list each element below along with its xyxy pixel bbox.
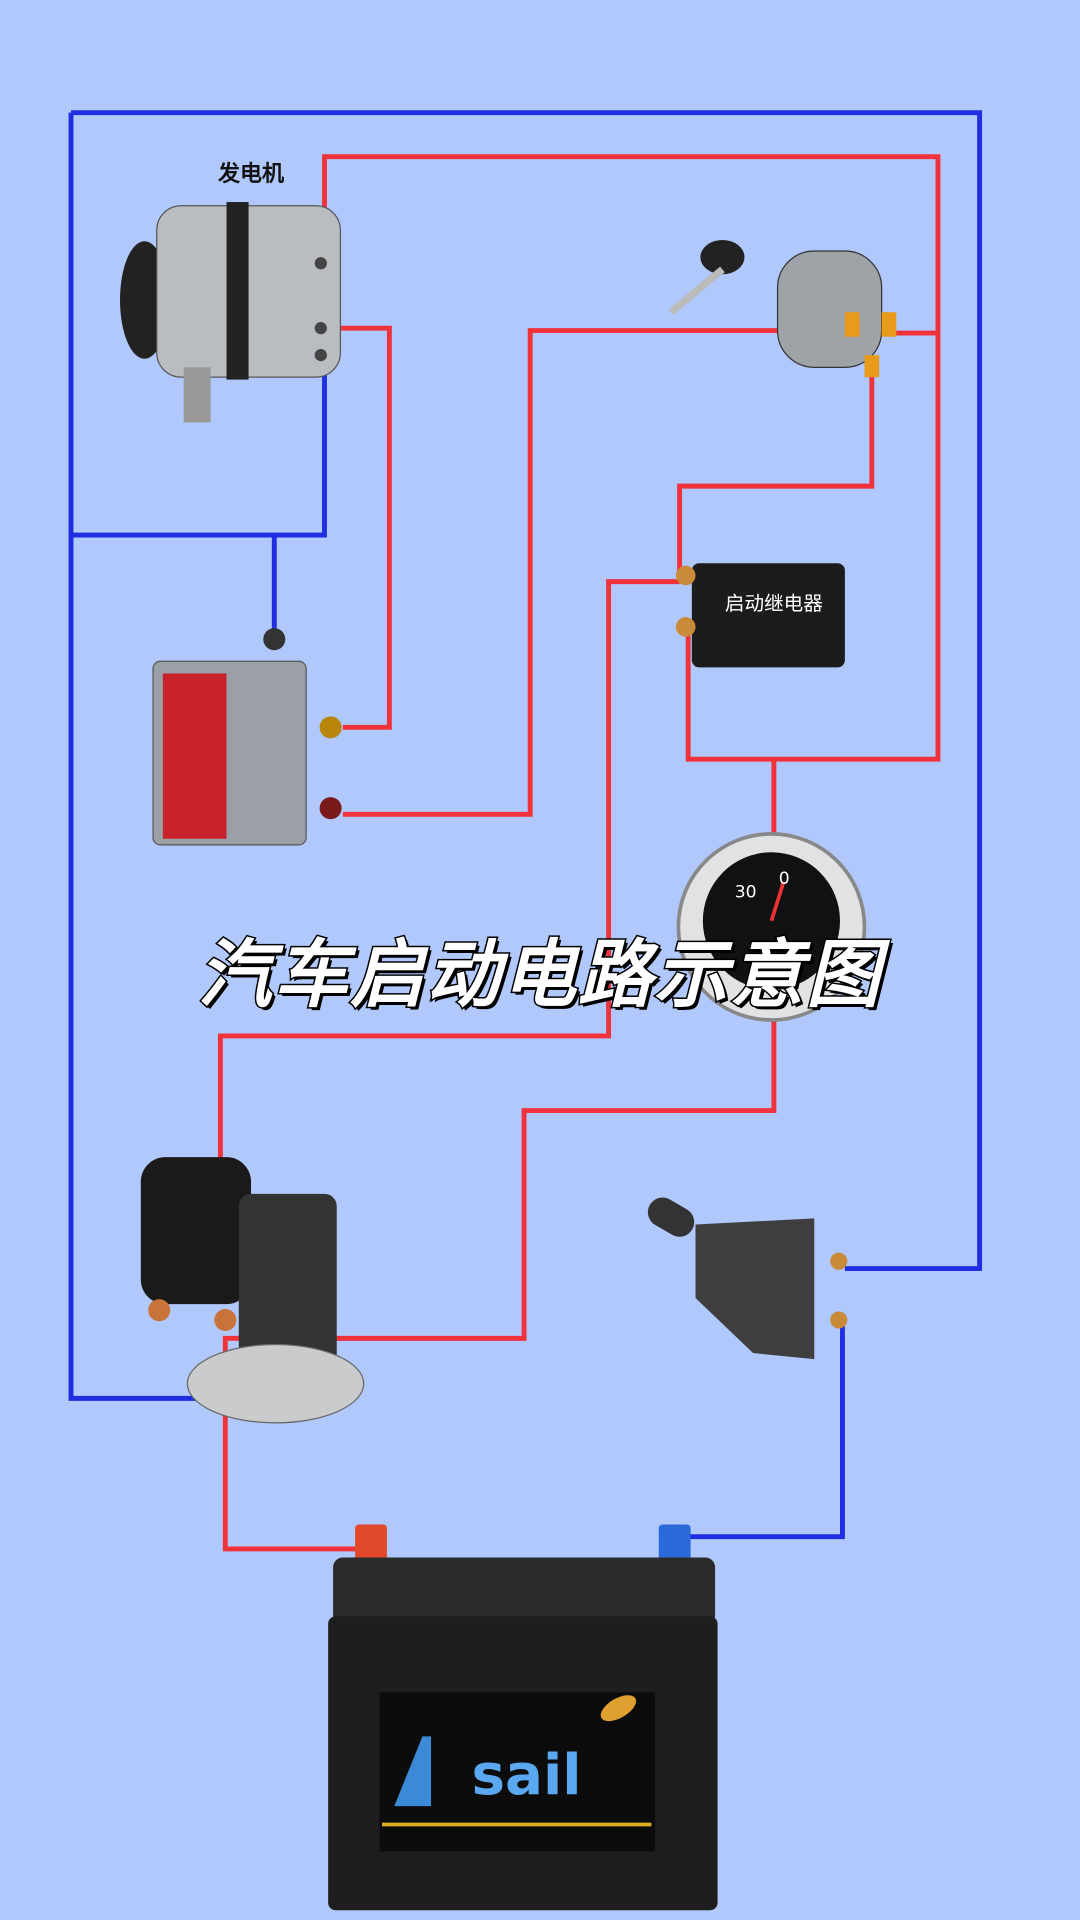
battery-brand-logo: sail (471, 1743, 581, 1808)
battery-disconnect-switch-icon (647, 1197, 848, 1360)
ammeter-gauge-icon (676, 832, 867, 1022)
battery-positive-terminal (355, 1524, 387, 1562)
battery-icon (328, 1524, 718, 1911)
ground-wire-battery (671, 1320, 845, 1540)
ground-wire-left (68, 112, 203, 1401)
wire-switch-to-relay (677, 367, 875, 574)
alternator-icon (120, 202, 342, 423)
ignition-switch-icon (668, 240, 897, 378)
starter-relay-icon (675, 563, 845, 668)
wire-regulator-to-switch (342, 328, 858, 817)
starter-motor-icon (140, 1157, 365, 1424)
ground-wire-top-loop (71, 110, 983, 1272)
gauge-label-30: 30 (735, 883, 757, 903)
wire-gauge-to-battery (222, 1016, 777, 1552)
ground-wire-alternator (71, 355, 327, 538)
voltage-regulator-icon (152, 628, 342, 846)
negative-wires (68, 110, 983, 1540)
wire-alt-to-regulator (324, 325, 392, 730)
wire-alt-to-relay (322, 154, 941, 762)
gauge-label-0: 0 (779, 869, 790, 889)
starter-relay-label: 启动继电器 (725, 592, 823, 615)
wire-relay-to-starter (217, 579, 680, 1286)
battery-negative-terminal (658, 1524, 691, 1562)
alternator-label: 发电机 (217, 161, 284, 187)
positive-wires (217, 154, 941, 1552)
page-title: 汽车启动电路示意图 (197, 931, 882, 1020)
